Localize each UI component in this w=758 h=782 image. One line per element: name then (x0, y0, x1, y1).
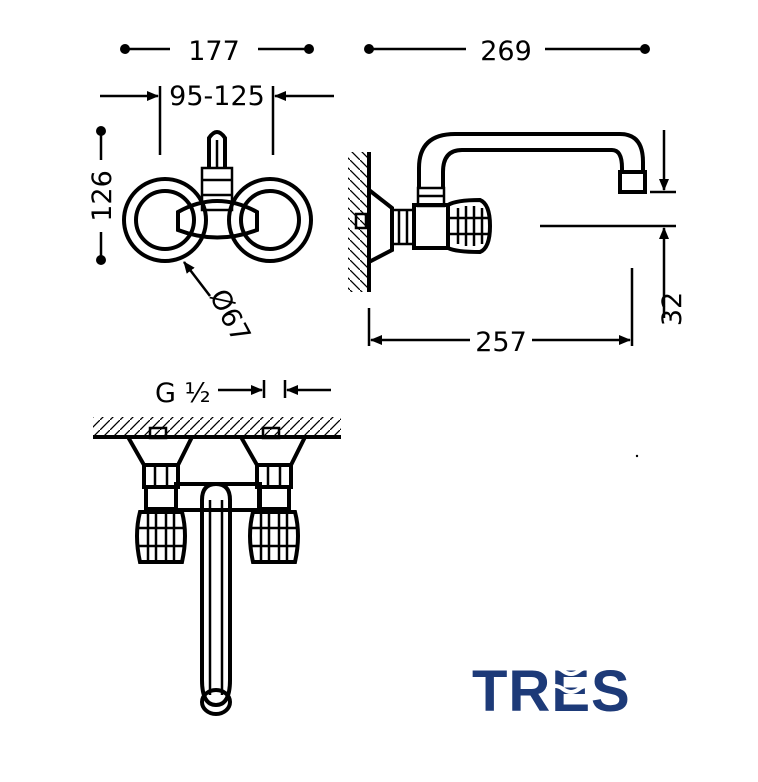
dimension-diameter: Ø67 (183, 261, 256, 348)
dimension-177-label: 177 (188, 36, 240, 67)
dimension-32-label: 32 (657, 292, 688, 326)
left-connection (124, 426, 196, 564)
dimension-diameter-label: Ø67 (203, 284, 256, 348)
front-view: 177 95-125 126 (87, 36, 334, 348)
brand-logo: TRES (472, 659, 630, 724)
dimension-95-125: 95-125 (100, 81, 334, 155)
dimension-257-label: 257 (475, 327, 527, 358)
dimension-269: 269 (364, 36, 650, 67)
side-view: 269 (348, 36, 688, 358)
dimension-257: 257 (367, 268, 634, 358)
dimension-126: 126 (87, 126, 118, 265)
spout-top-view (200, 481, 232, 716)
faucet-front (122, 130, 313, 263)
faucet-side (354, 132, 647, 266)
dimension-thread-label: G ½ (155, 378, 211, 409)
dimension-32: 32 (540, 130, 688, 326)
dimension-thread: G ½ (155, 378, 331, 409)
dimension-177: 177 (120, 36, 314, 67)
mixer-body (174, 482, 262, 512)
dimension-126-label: 126 (87, 170, 118, 222)
right-connection (237, 426, 309, 564)
top-view: G ½ (93, 378, 341, 716)
dimension-269-label: 269 (480, 36, 532, 67)
top-wall (93, 417, 341, 439)
wave-icon (545, 666, 597, 694)
dimension-95-125-label: 95-125 (169, 81, 265, 112)
